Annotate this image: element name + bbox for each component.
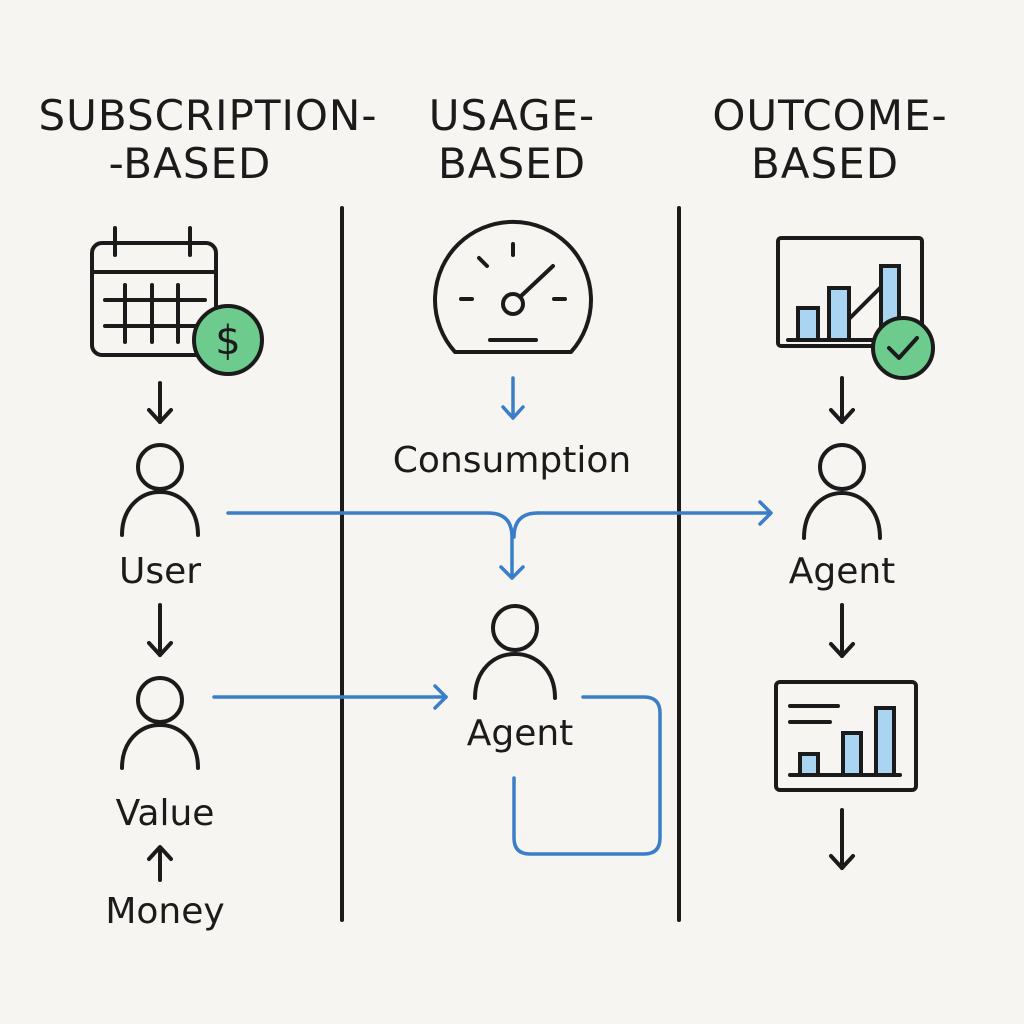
dollar-symbol: $ [215,318,240,364]
money-label: Money [105,891,224,932]
agent-person-icon [473,604,557,700]
arrow-down-icon [147,603,173,657]
column-title-usage-line1: USAGE- [429,91,595,140]
column-title-outcome-line1: OUTCOME- [712,91,947,140]
dollar-badge-icon: $ [192,304,264,376]
column-title-usage-line2: BASED [438,139,586,188]
arrow-down-blue-icon [501,376,525,420]
checkmark-badge-icon [871,316,935,380]
consumption-label: Consumption [393,440,631,481]
value-label: Value [116,793,215,834]
usage-agent-label: Agent [467,713,574,754]
calendar-icon [90,226,218,357]
user-person-icon [120,443,200,537]
value-to-agent-connector [212,684,448,710]
user-to-agent-connector [226,500,773,580]
arrow-down-icon [829,808,855,870]
report-chart-icon [774,680,918,792]
arrow-up-icon [147,845,173,882]
arrow-down-icon [829,376,855,424]
outcome-agent-label: Agent [789,551,896,592]
column-title-subscription-line1: SUBSCRIPTION- [38,91,377,140]
agent-person-icon [802,443,882,540]
arrow-down-icon [829,603,855,658]
speedometer-icon [433,219,593,354]
user-label: User [119,551,201,592]
feedback-loop-line [512,695,662,856]
column-title-outcome-line2: BASED [751,139,899,188]
value-person-icon [120,676,200,770]
column-title-subscription-line2: -BASED [109,139,272,188]
arrow-down-icon [147,381,173,424]
